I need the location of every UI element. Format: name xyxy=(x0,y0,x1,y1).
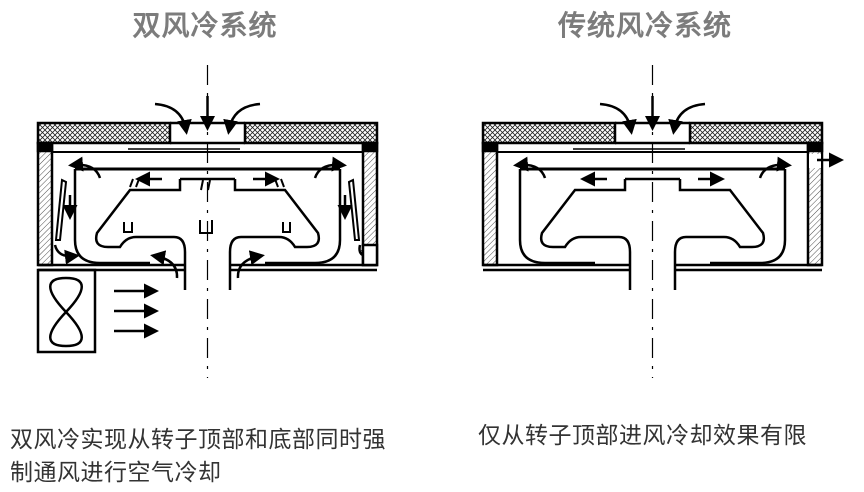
top-inlet-arrows xyxy=(154,96,261,135)
right-deflector xyxy=(347,178,361,241)
left-caption-line1: 双风冷实现从转子顶部和底部同时强 xyxy=(10,427,386,453)
cooling-fan-box xyxy=(36,268,97,354)
left-bottom-ventilation-parts xyxy=(36,178,379,354)
left-caption-line2: 制通风进行空气冷却 xyxy=(10,460,222,486)
rotor-top-flow-arrows xyxy=(68,156,347,187)
top-cover-right xyxy=(243,121,379,145)
rotor-body xyxy=(73,169,342,290)
fan-icon xyxy=(49,276,83,348)
right-diagram-title: 传统风冷系统 xyxy=(557,9,733,42)
fan-outflow-arrows xyxy=(114,283,159,339)
right-diagram xyxy=(483,65,844,378)
right-caption: 仅从转子顶部进风冷却效果有限 xyxy=(478,423,807,449)
side-wall-left xyxy=(36,141,54,267)
motor-cross-section xyxy=(36,65,379,378)
left-deflector xyxy=(54,178,68,241)
top-cover-left xyxy=(36,121,172,145)
left-diagram-title: 双风冷系统 xyxy=(132,9,278,42)
